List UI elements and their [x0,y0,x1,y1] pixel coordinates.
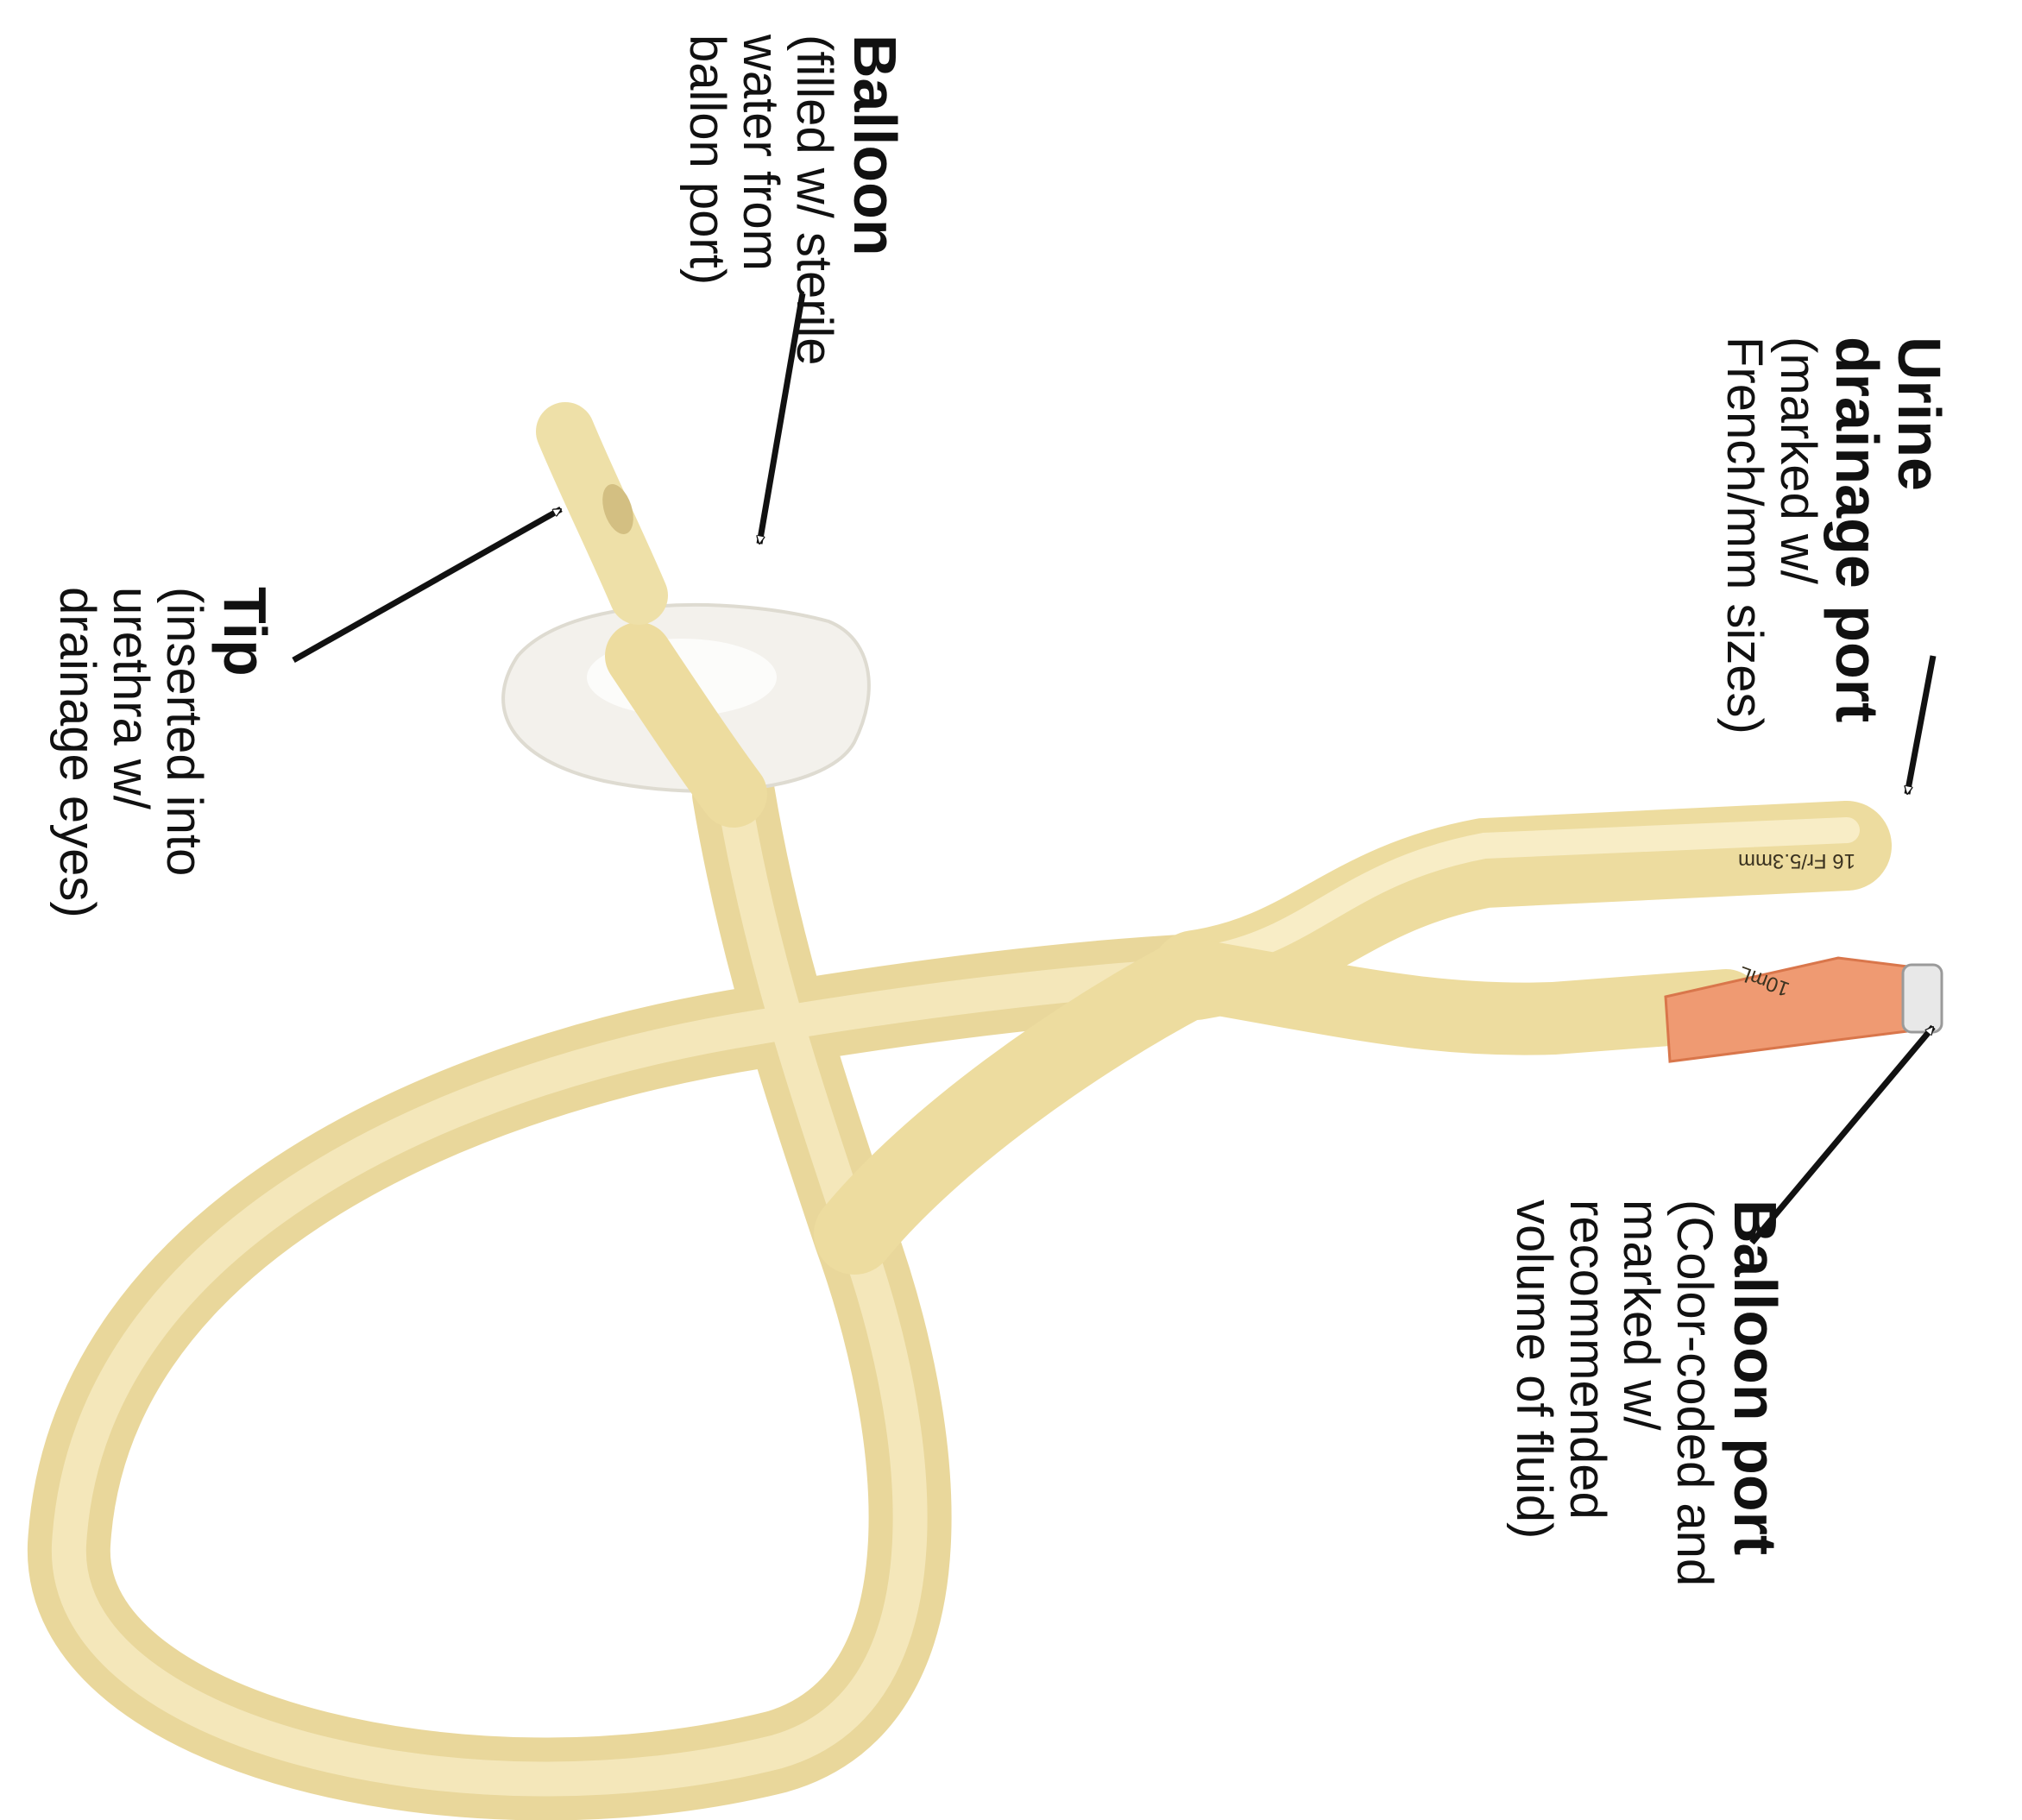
tip-label: Tip (inserted into urethra w/ drainage e… [49,587,279,918]
catheter-tube-loop [69,794,1195,1779]
balloon-port-body-4: volume of fluid) [1506,1200,1562,1539]
balloon-port-body-2: marked w/ [1613,1200,1669,1431]
tip-body-3: drainage eyes) [49,587,105,918]
balloon-body-1: (filled w/ sterile [786,35,842,366]
tip-body-1: (inserted into [156,587,212,876]
balloon-port-label: Balloon port (Color-coded and marked w/ … [1506,1200,1789,1590]
balloon-title: Balloon [841,35,909,256]
tip-arrow [293,509,561,660]
balloon-port-valve-cap [1903,965,1942,1032]
urine-port-title-2: drainage port [1824,337,1891,722]
balloon-port-body-1: (Color-coded and [1666,1200,1723,1586]
tip-body-2: urethra w/ [103,587,159,810]
urine-port-body-1: (marked w/ [1770,337,1826,585]
catheter-size-marking: 16 Fr/5.3mm [1738,849,1855,872]
urine-port-body-2: French/mm sizes) [1716,337,1773,734]
catheter-photo [69,431,1942,1779]
urine-port-title-1: Urine [1886,337,1953,491]
svg-text:Balloon (filled w/ steri: Balloon (filled w/ sterile water from ba… [679,34,909,369]
balloon-label: Balloon (filled w/ sterile water from ba… [679,34,909,369]
balloon-body-3: ballon port) [679,35,735,285]
svg-text:Urine drainage port: Urine drainage port (marked w/ French/mm… [1716,337,1953,734]
urine-port-arrow [1907,656,1933,794]
balloon-port-body-3: recommended [1559,1200,1616,1520]
svg-text:Balloon port (Color-code: Balloon port (Color-coded and marked w/ … [1506,1200,1789,1590]
balloon-port-branch [1195,975,1726,1019]
balloon-port-title: Balloon port [1722,1200,1789,1555]
tip-title: Tip [211,587,279,677]
balloon-body-2: water from [733,34,789,271]
svg-text:Tip (inserted into: Tip (inserted into urethra w/ drainage e… [49,587,279,918]
urine-port-label: Urine drainage port (marked w/ French/mm… [1716,337,1953,734]
